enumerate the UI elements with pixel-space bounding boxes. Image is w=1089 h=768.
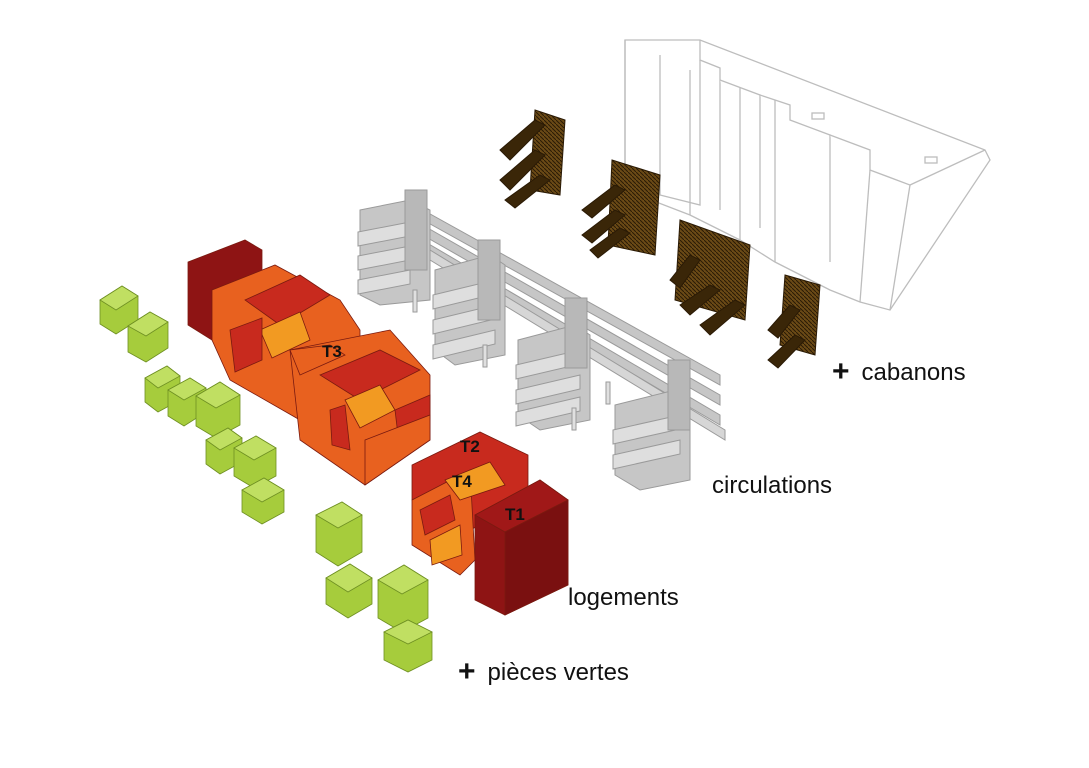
- existing-building-outline: [624, 39, 991, 311]
- label-circulations: circulations: [712, 474, 832, 498]
- label-logements: logements: [568, 586, 679, 610]
- cabanon-3: [669, 219, 751, 336]
- cabanon-2: [581, 159, 661, 259]
- green-cube: [377, 564, 429, 633]
- label-cabanons: + cabanons: [832, 355, 966, 388]
- green-cube: [195, 381, 241, 439]
- cabanon-4: [767, 274, 821, 369]
- unit-tag-t2: T2: [460, 437, 480, 456]
- logements-volumes: [187, 239, 569, 616]
- unit-tag-t1: T1: [505, 505, 525, 524]
- unit-tag-t3: T3: [322, 342, 342, 361]
- label-cabanons-text: cabanons: [861, 359, 966, 386]
- green-cube: [315, 501, 363, 567]
- label-pieces-vertes-text: pièces vertes: [487, 659, 629, 686]
- cabanon-1: [499, 109, 566, 209]
- plus-sign: +: [832, 355, 850, 388]
- green-cube: [241, 477, 285, 525]
- logements-block-t2-t4: [411, 431, 529, 576]
- label-logements-text: logements: [568, 584, 679, 611]
- plus-sign: +: [458, 655, 476, 688]
- pieces-vertes-cubes: [99, 285, 433, 673]
- circulations-structure: [357, 189, 726, 491]
- logements-block-t3: [187, 239, 431, 486]
- cabanons-group: [499, 109, 821, 369]
- green-cube: [233, 435, 277, 489]
- logements-block-t1: [474, 479, 569, 616]
- label-pieces-vertes: + pièces vertes: [458, 655, 629, 688]
- unit-tag-t4: T4: [452, 472, 472, 491]
- label-circulations-text: circulations: [712, 472, 833, 499]
- green-cube: [205, 427, 243, 475]
- green-cube: [383, 619, 433, 673]
- green-cube: [325, 563, 373, 619]
- green-cube: [127, 311, 169, 363]
